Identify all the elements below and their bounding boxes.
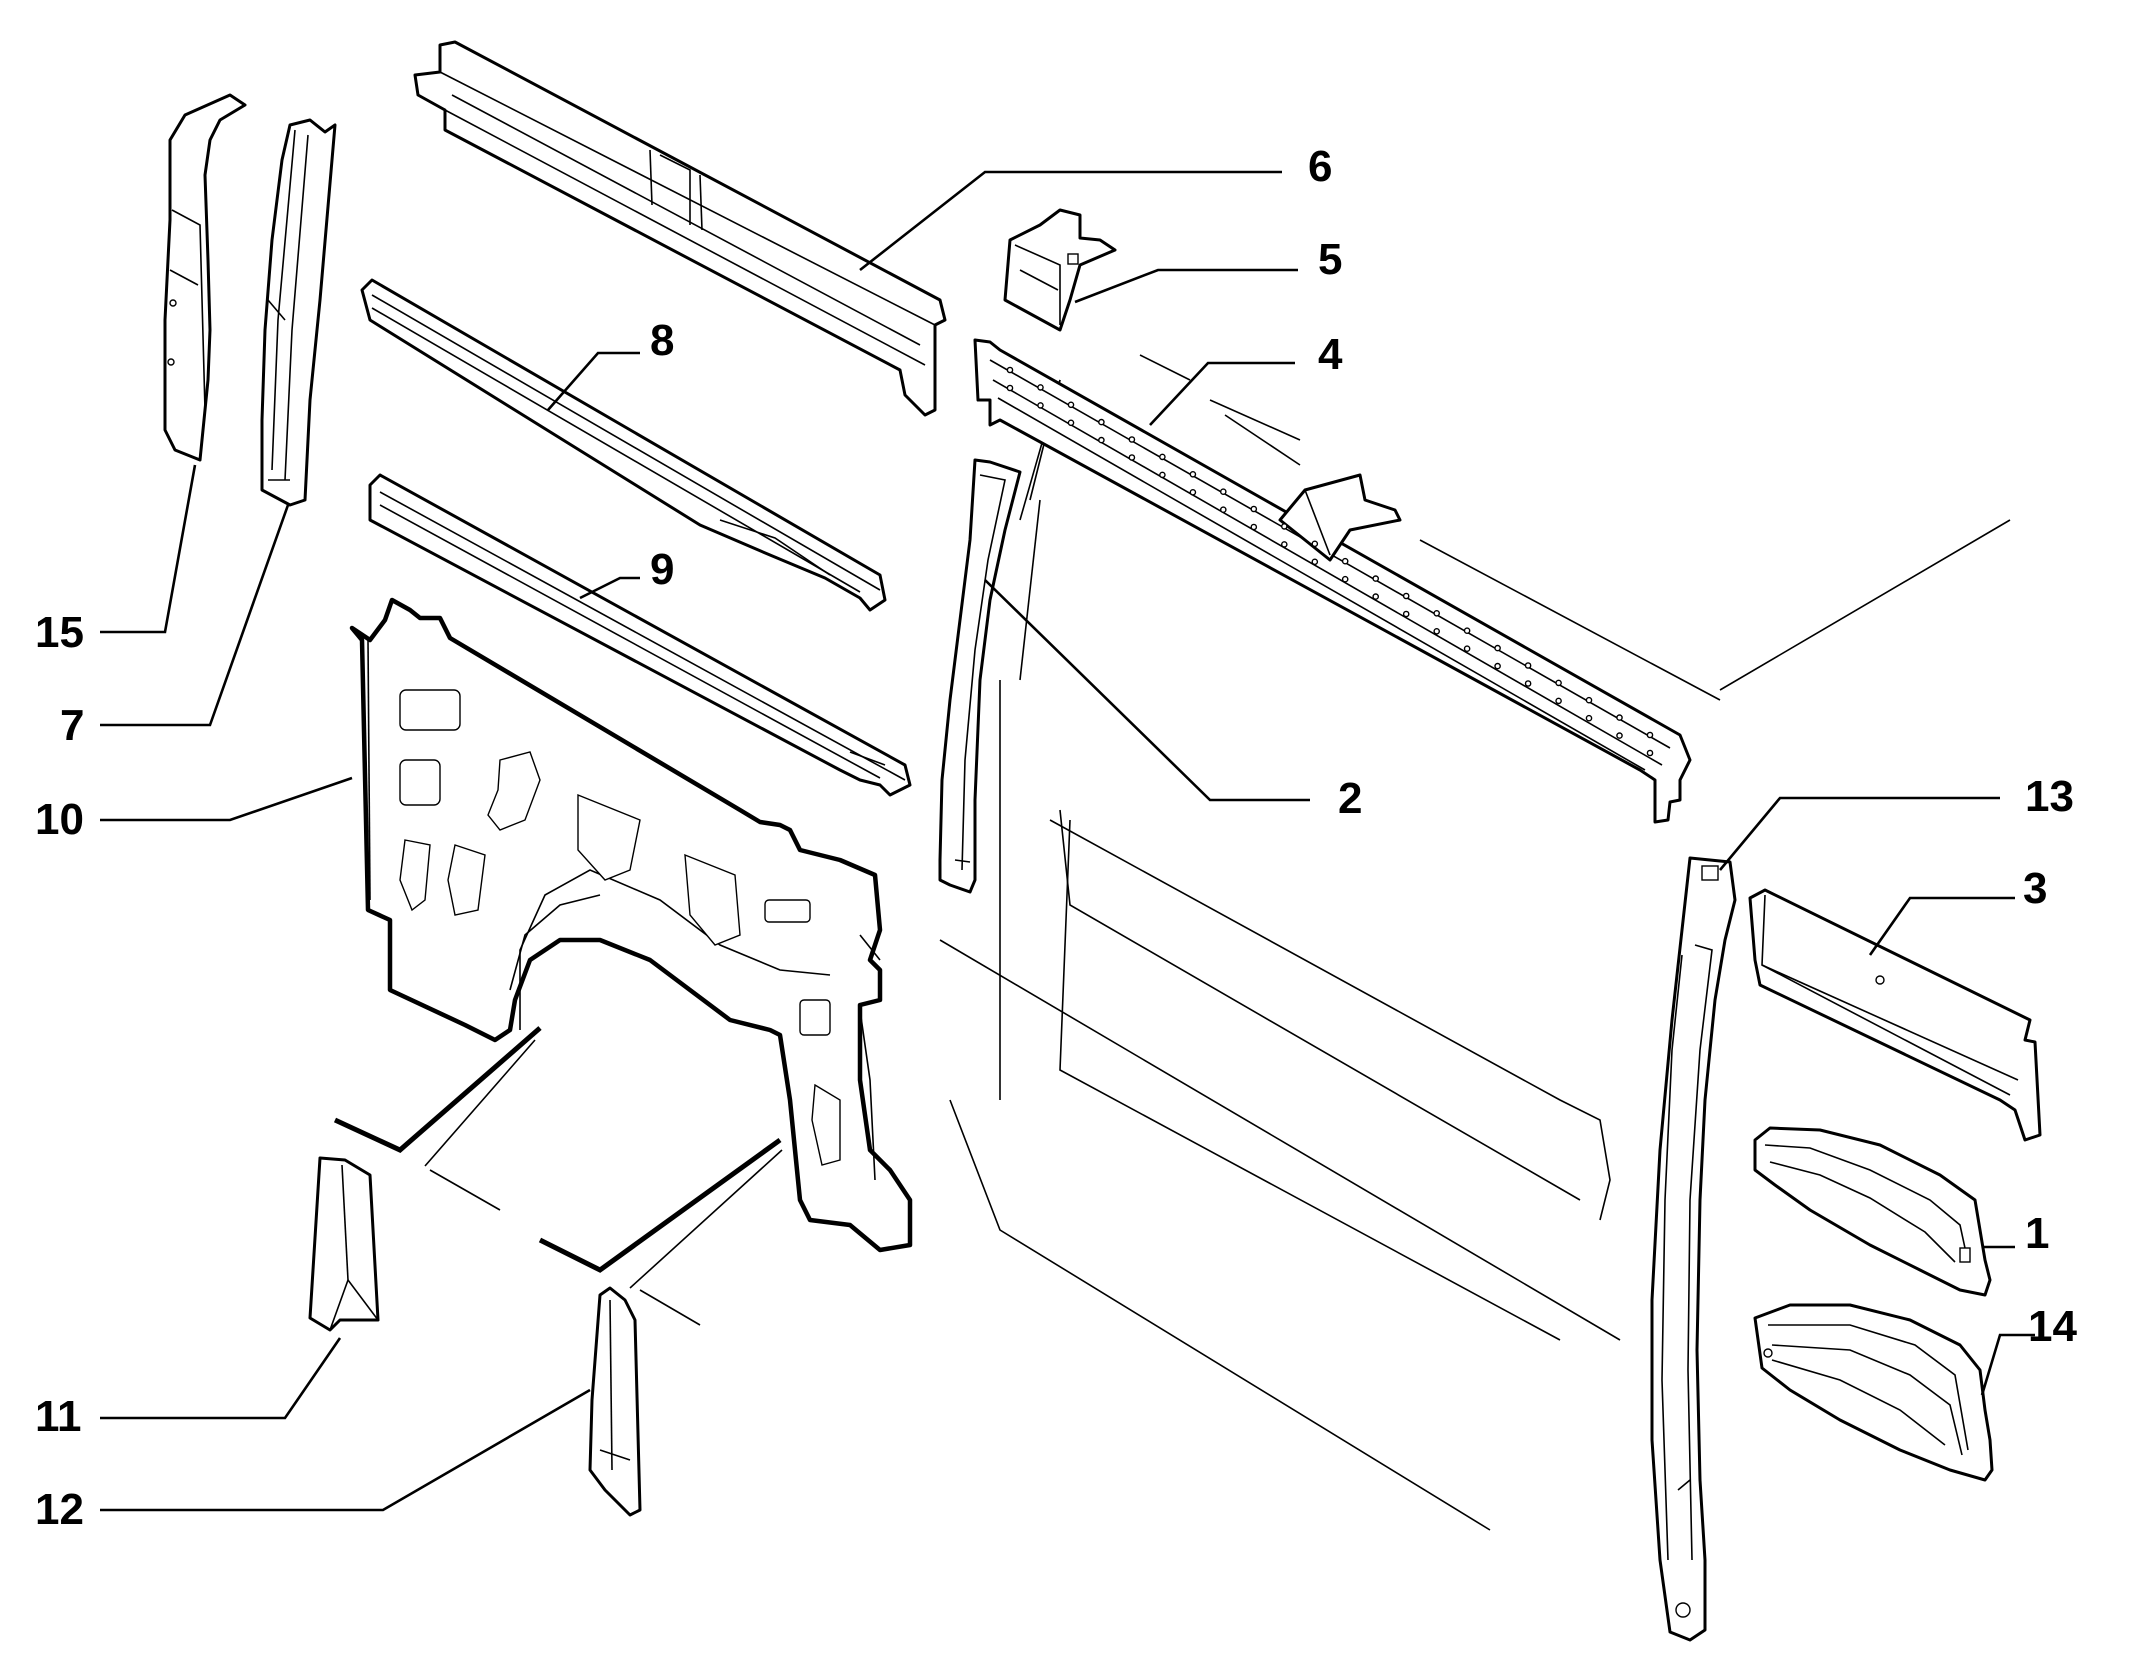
part-1-floor-bracket bbox=[1753, 1126, 1992, 1297]
part-3-right-panel bbox=[1748, 888, 2042, 1142]
callout-6: 6 bbox=[1308, 142, 1332, 191]
rivet-hole bbox=[1524, 680, 1532, 687]
rivet-hole bbox=[1159, 453, 1166, 461]
callout-10: 10 bbox=[35, 795, 84, 844]
rivet-hole bbox=[1341, 575, 1349, 583]
rivet-hole bbox=[1555, 697, 1562, 705]
rivet-hole bbox=[1402, 610, 1410, 618]
rivet-hole bbox=[1433, 628, 1440, 635]
callout-4: 4 bbox=[1318, 330, 1343, 379]
rivet-hole bbox=[1037, 384, 1044, 391]
rivet-hole bbox=[1128, 436, 1136, 443]
rivet-hole bbox=[1372, 575, 1379, 582]
callout-2: 2 bbox=[1338, 774, 1362, 823]
rivet-hole bbox=[1494, 662, 1501, 670]
callout-8: 8 bbox=[650, 316, 674, 365]
callout-labels: 1 2 3 4 5 6 7 8 9 10 11 12 13 14 15 bbox=[35, 142, 2077, 1534]
rivet-hole bbox=[1250, 505, 1258, 513]
rivet-hole bbox=[1098, 418, 1105, 426]
rivet-hole bbox=[1402, 592, 1410, 600]
callout-11: 11 bbox=[35, 1392, 82, 1441]
rivet-hole bbox=[1098, 436, 1105, 444]
rivet-hole bbox=[1463, 627, 1471, 635]
rivet-hole bbox=[1463, 645, 1471, 653]
rivet-hole bbox=[1585, 714, 1593, 722]
callout-13: 13 bbox=[2025, 772, 2074, 821]
rivet-hole bbox=[1616, 732, 1623, 739]
rivet-hole bbox=[1037, 402, 1044, 409]
part-11-small-bracket bbox=[308, 1156, 380, 1332]
rivet-hole bbox=[1006, 366, 1014, 374]
rivet-hole bbox=[1311, 540, 1319, 548]
rivet-hole bbox=[1341, 557, 1349, 565]
leader-lines bbox=[100, 170, 2035, 1512]
part-4-rail-holes bbox=[1006, 366, 1654, 757]
rivet-hole bbox=[1646, 731, 1654, 739]
vehicle-body-outline bbox=[429, 354, 2011, 1531]
rivet-hole bbox=[1067, 419, 1075, 427]
part-7-narrow-pillar bbox=[260, 118, 337, 507]
rivet-hole bbox=[1524, 662, 1532, 669]
rivet-hole bbox=[1159, 471, 1166, 479]
rivet-hole bbox=[1189, 488, 1197, 496]
rivet-hole bbox=[1281, 523, 1288, 530]
rivet-hole bbox=[1555, 679, 1562, 687]
callout-15: 15 bbox=[35, 608, 84, 657]
rivet-hole bbox=[1220, 506, 1227, 514]
callout-14: 14 bbox=[2028, 1302, 2077, 1351]
rivet-hole bbox=[1433, 610, 1440, 617]
callout-3: 3 bbox=[2023, 864, 2047, 913]
rivet-hole bbox=[1006, 384, 1014, 392]
rivet-hole bbox=[1372, 593, 1379, 600]
rivet-hole bbox=[1250, 523, 1258, 531]
part-4-roof-rail bbox=[973, 338, 1692, 824]
rivet-hole bbox=[1189, 470, 1197, 478]
part-5-small-bracket bbox=[1003, 208, 1117, 332]
part-14-floor-bracket bbox=[1753, 1303, 1994, 1482]
callout-5: 5 bbox=[1318, 235, 1342, 284]
part-13-right-pillar bbox=[1650, 856, 1737, 1642]
rivet-hole bbox=[1067, 401, 1075, 409]
part-12-small-bracket bbox=[588, 1286, 642, 1517]
rivet-hole bbox=[1128, 454, 1136, 461]
callout-1: 1 bbox=[2025, 1209, 2049, 1258]
callout-9: 9 bbox=[650, 545, 674, 594]
part-10-inner-panel bbox=[349, 597, 913, 1253]
part-9-diagonal-rail bbox=[368, 473, 912, 797]
callout-7: 7 bbox=[60, 701, 84, 750]
rivet-hole bbox=[1311, 558, 1319, 566]
rivet-hole bbox=[1646, 749, 1654, 757]
part-6-upper-rail bbox=[413, 40, 947, 417]
rivet-hole bbox=[1220, 488, 1227, 496]
part-2-pillar-strip bbox=[938, 458, 1022, 894]
part-8-diagonal-rail bbox=[360, 278, 887, 612]
rivet-hole bbox=[1585, 696, 1593, 704]
rivet-hole bbox=[1281, 541, 1288, 548]
callout-12: 12 bbox=[35, 1485, 84, 1534]
rivet-hole bbox=[1494, 644, 1501, 652]
floor-break-lines bbox=[333, 1026, 783, 1289]
rivet-hole bbox=[1616, 714, 1623, 721]
part-15-pillar-upper bbox=[163, 93, 247, 462]
